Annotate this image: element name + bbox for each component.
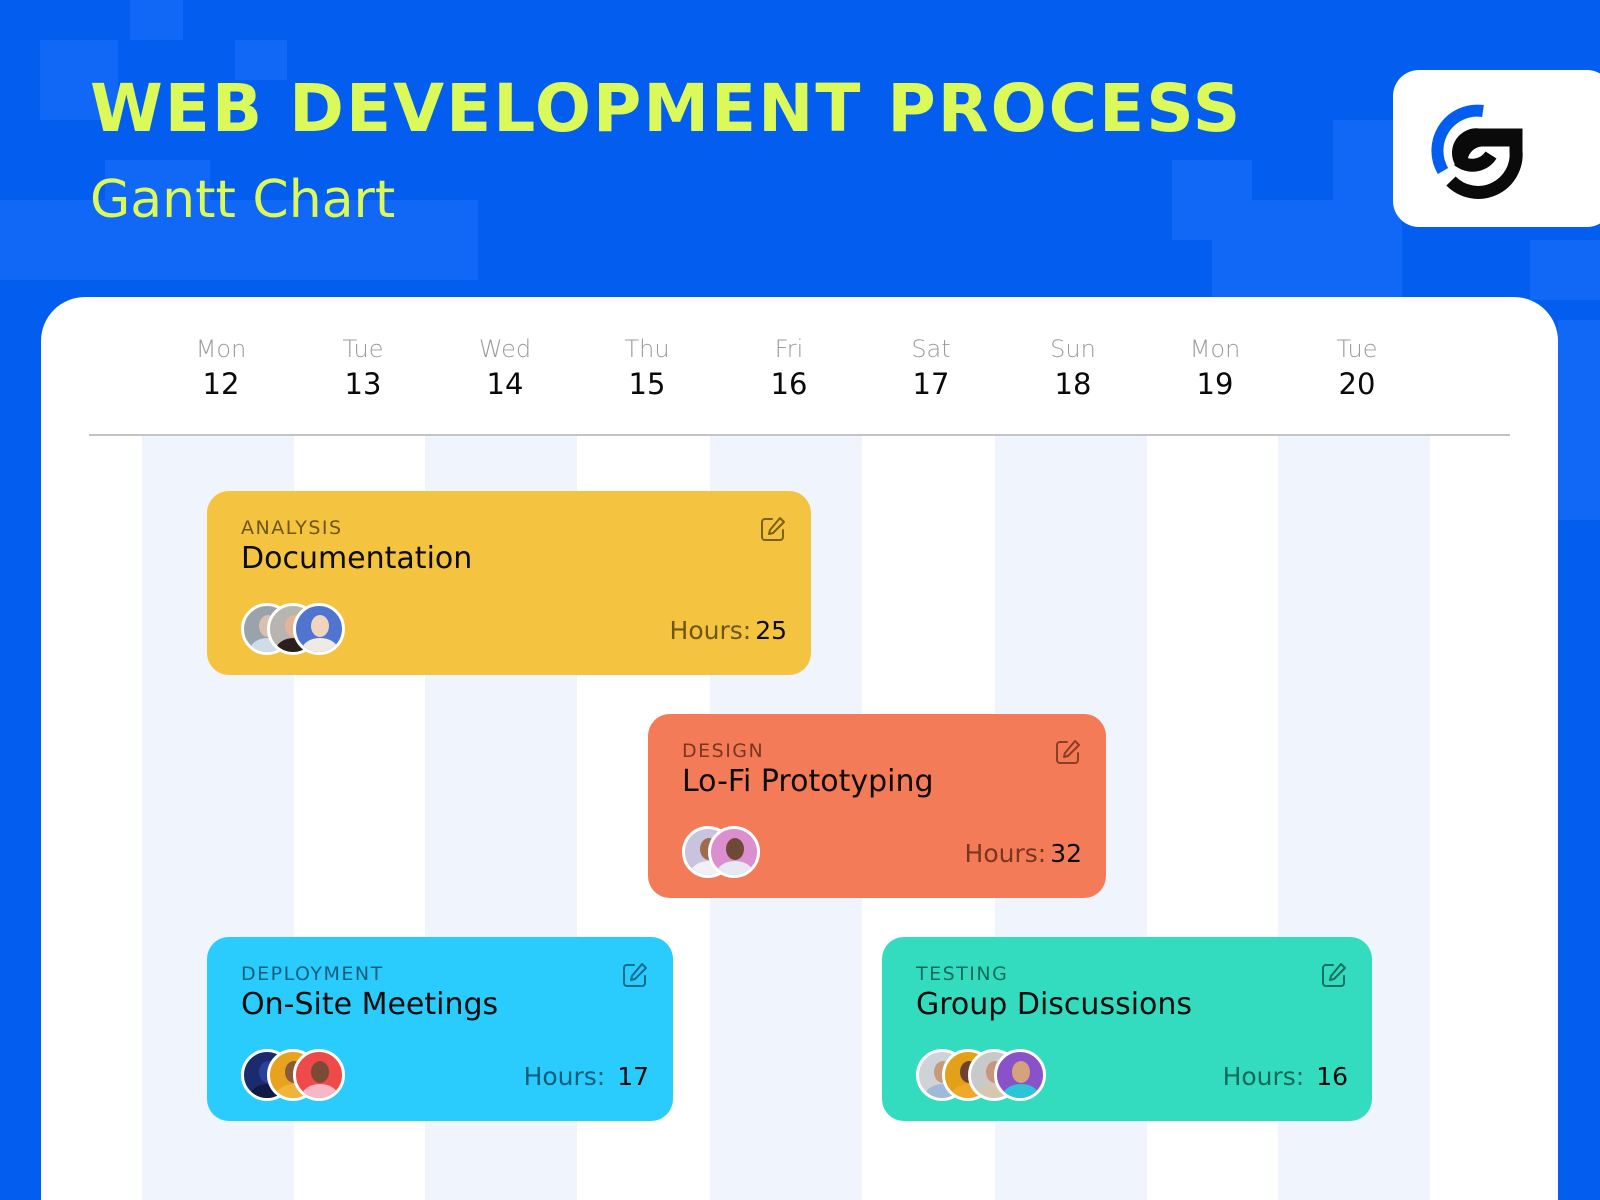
hours-label: Hours:: [669, 616, 752, 645]
day-header: Tue 20: [1297, 335, 1417, 401]
assignee-avatars: [241, 1049, 345, 1101]
task-bar-lofi-prototyping[interactable]: DESIGN Lo-Fi Prototyping Hours:32: [648, 714, 1106, 898]
hours-value: 25: [755, 616, 787, 645]
task-bar-documentation[interactable]: ANALYSIS Documentation Hours:25: [207, 491, 811, 675]
day-date: 18: [1054, 367, 1092, 401]
task-name: On-Site Meetings: [241, 987, 499, 1022]
day-of-week: Wed: [478, 335, 532, 363]
day-date: 19: [1196, 367, 1234, 401]
background-pattern: [210, 200, 315, 280]
logo: [1393, 70, 1600, 227]
edit-icon[interactable]: [1320, 961, 1348, 989]
task-category: ANALYSIS: [241, 517, 343, 539]
day-date: 13: [344, 367, 382, 401]
task-name: Group Discussions: [916, 987, 1193, 1022]
assignee-avatars: [241, 603, 345, 655]
background-pattern: [313, 200, 478, 280]
hours-label: Hours:: [964, 839, 1047, 868]
day-date: 15: [628, 367, 666, 401]
avatar[interactable]: [708, 826, 760, 878]
task-hours: Hours: 16: [1223, 1062, 1348, 1091]
background-pattern: [130, 0, 183, 40]
hours-label: Hours:: [523, 1062, 606, 1091]
edit-icon[interactable]: [1054, 738, 1082, 766]
hours-value: 17: [617, 1062, 649, 1091]
task-category: DEPLOYMENT: [241, 963, 384, 985]
header-divider: [89, 434, 1510, 436]
assignee-avatars: [916, 1049, 1046, 1101]
day-date: 12: [202, 367, 240, 401]
day-of-week: Tue: [342, 335, 384, 363]
day-date: 14: [486, 367, 524, 401]
avatar[interactable]: [994, 1049, 1046, 1101]
day-header: Sat 17: [871, 335, 991, 401]
task-category: TESTING: [916, 963, 1009, 985]
day-header: Mon 19: [1155, 335, 1275, 401]
task-bar-group-discussions[interactable]: TESTING Group Discussions Hours: 16: [882, 937, 1372, 1121]
task-bar-on-site-meetings[interactable]: DEPLOYMENT On-Site Meetings Hours: 17: [207, 937, 673, 1121]
day-date: 16: [770, 367, 808, 401]
day-header: Fri 16: [729, 335, 849, 401]
background-pattern: [1530, 240, 1600, 300]
avatar[interactable]: [293, 1049, 345, 1101]
avatar[interactable]: [293, 603, 345, 655]
background-pattern: [105, 160, 210, 280]
task-name: Lo-Fi Prototyping: [682, 764, 934, 799]
assignee-avatars: [682, 826, 760, 878]
day-of-week: Tue: [1336, 335, 1378, 363]
day-of-week: Mon: [195, 335, 247, 363]
background-pattern: [235, 40, 287, 80]
day-header: Sun 18: [1013, 335, 1133, 401]
day-header: Tue 13: [303, 335, 423, 401]
task-name: Documentation: [241, 541, 473, 576]
edit-icon[interactable]: [759, 515, 787, 543]
background-pattern: [40, 40, 118, 120]
task-category: DESIGN: [682, 740, 765, 762]
day-of-week: Sun: [1050, 335, 1096, 363]
task-hours: Hours:32: [965, 839, 1082, 868]
task-hours: Hours: 17: [524, 1062, 649, 1091]
hours-value: 32: [1050, 839, 1082, 868]
day-date: 20: [1338, 367, 1376, 401]
gantt-board: Mon 12 Tue 13 Wed 14 Thu 15 Fri 16 Sat 1…: [41, 297, 1558, 1200]
day-of-week: Thu: [624, 335, 670, 363]
task-hours: Hours:25: [670, 616, 787, 645]
hours-label: Hours:: [1222, 1062, 1305, 1091]
day-of-week: Sat: [911, 335, 951, 363]
edit-icon[interactable]: [621, 961, 649, 989]
day-header: Thu 15: [587, 335, 707, 401]
day-of-week: Fri: [774, 335, 804, 363]
day-header: Wed 14: [445, 335, 565, 401]
day-header: Mon 12: [161, 335, 281, 401]
page-title: WEB DEVELOPMENT PROCESS: [90, 70, 1243, 147]
background-pattern: [1558, 320, 1600, 520]
hours-value: 16: [1316, 1062, 1348, 1091]
background-pattern: [1333, 120, 1393, 240]
day-date: 17: [912, 367, 950, 401]
day-of-week: Mon: [1189, 335, 1241, 363]
page-subtitle: Gantt Chart: [90, 170, 396, 230]
g-logo-icon: [1431, 104, 1523, 199]
